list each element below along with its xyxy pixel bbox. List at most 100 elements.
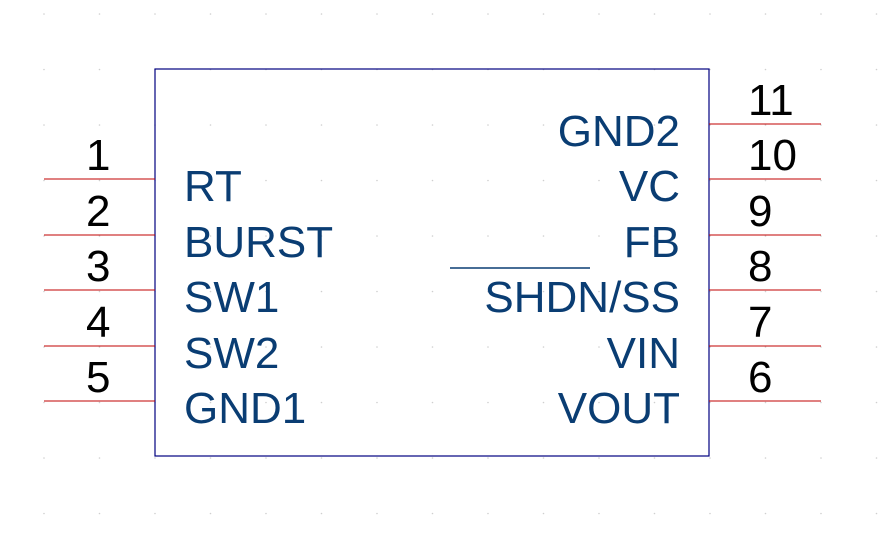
grid-dot [764,235,767,237]
grid-dot [542,401,545,404]
grid-dot [431,512,434,515]
pin-name: GND1 [184,384,306,433]
grid-dot [43,290,45,293]
pin-name: RT [184,162,242,211]
grid-dot [98,124,101,126]
pin-name: SW1 [184,273,279,322]
grid-dot [431,124,434,126]
grid-dot [598,512,600,515]
grid-dot [542,124,545,126]
grid-dot [487,124,489,126]
grid-dot [598,124,600,126]
grid-dot [709,457,711,459]
grid-dot [98,457,101,459]
grid-dot [98,346,101,348]
grid-dot [376,124,378,126]
grid-dot [320,179,323,182]
grid-dot [431,179,434,182]
pin-number: 8 [748,242,772,291]
grid-dot [653,124,656,126]
grid-dot [320,124,323,126]
grid-dot [764,290,767,293]
grid-dot [875,13,878,15]
grid-dot [376,179,378,182]
grid-dot [653,179,656,182]
grid-dot [209,457,212,459]
grid-dot [598,179,600,182]
grid-dot [653,457,656,459]
grid-dot [98,179,101,182]
grid-dot [820,401,822,404]
grid-dot [487,235,489,237]
grid-dot [542,13,545,15]
grid-dot [653,346,656,348]
pin-name: FB [624,218,680,267]
grid-dot [376,235,378,237]
grid-dot [209,13,212,15]
grid-dot [487,346,489,348]
grid-dot [820,457,822,459]
grid-dot [764,346,767,348]
pin-name: BURST [184,218,333,267]
grid-dot [820,512,822,515]
grid-dot [487,290,489,293]
grid-dot [209,346,212,348]
grid-dot [98,512,101,515]
grid-dot [875,124,878,126]
pin-name: SW2 [184,329,279,378]
grid-dot [542,512,545,515]
pin-number: 3 [86,242,110,291]
grid-dot [487,401,489,404]
pin-number: 4 [86,298,110,347]
grid-dot [43,124,45,126]
grid-dot [209,290,212,293]
grid-dot [875,68,878,71]
grid-dot [320,235,323,237]
pin-number: 2 [86,187,110,236]
grid-dot [154,13,156,15]
grid-dot [320,346,323,348]
pin-number: 10 [748,131,797,180]
grid-dot [265,346,267,348]
grid-dot [598,290,600,293]
grid-dot [98,235,101,237]
grid-dot [431,290,434,293]
grid-dot [43,13,45,15]
grid-dot [875,401,878,404]
grid-dot [265,235,267,237]
grid-dot [209,235,212,237]
grid-dot [487,13,489,15]
grid-dot [875,179,878,182]
grid-dot [653,512,656,515]
grid-dot [431,346,434,348]
grid-dot [820,124,822,126]
grid-dot [820,13,822,15]
grid-dot [709,512,711,515]
grid-dot [487,179,489,182]
grid-dot [542,290,545,293]
grid-dot [98,290,101,293]
pin-number: 7 [748,298,772,347]
grid-dot [653,401,656,404]
grid-dot [875,235,878,237]
grid-dot [376,512,378,515]
grid-dot [764,13,767,15]
component-body[interactable] [154,68,710,457]
grid-dot [376,457,378,459]
pin-1[interactable]: 1RT [44,131,242,211]
grid-dot [820,179,822,182]
pin-9[interactable]: 9FB [624,187,821,267]
grid-dot [265,290,267,293]
grid-dot [764,457,767,459]
